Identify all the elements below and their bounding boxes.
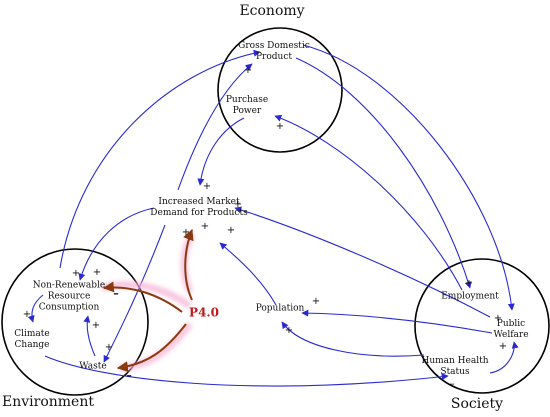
society-title: Society bbox=[450, 396, 504, 412]
link-climate-to-health bbox=[44, 355, 449, 387]
link-waste-to-nonrenewable bbox=[83, 315, 96, 357]
sign-demand-bottom-mid: + bbox=[200, 221, 210, 232]
society-circle bbox=[414, 258, 550, 394]
sign-health-welfare: + bbox=[498, 341, 508, 352]
sign-climate: + bbox=[22, 309, 32, 320]
link-p40-to-waste bbox=[116, 323, 187, 373]
sign-gdp: + bbox=[243, 65, 253, 76]
node-non-renewable: Non-Renewable Resource Consumption bbox=[32, 280, 106, 313]
link-gdp-to-welfare bbox=[302, 44, 515, 311]
link-gdp-to-employment bbox=[295, 57, 472, 289]
link-purchasepower-to-demand bbox=[197, 117, 245, 186]
economy-title: Economy bbox=[239, 3, 305, 19]
node-public-welfare: Public Welfare bbox=[493, 319, 529, 340]
sign-p40-waste: – bbox=[126, 369, 132, 382]
node-purchase-power: Purchase Power bbox=[225, 95, 269, 116]
sign-population-top: + bbox=[311, 296, 321, 307]
sign-demand-bottom-right: + bbox=[226, 225, 236, 236]
link-welfare-to-demand bbox=[234, 206, 491, 318]
link-demand-to-nonrenewable bbox=[78, 207, 155, 281]
node-human-health: Human Health Status bbox=[421, 356, 489, 377]
sign-employment: + bbox=[464, 278, 474, 289]
node-climate-change: Climate Change bbox=[14, 329, 50, 350]
link-nonrenewable-to-climate bbox=[27, 294, 44, 323]
node-population: Population bbox=[255, 303, 305, 314]
sign-health-bottom: – bbox=[449, 377, 455, 390]
sign-demand-bottom-left: + bbox=[181, 227, 191, 238]
node-gdp: Gross Domestic Product bbox=[238, 41, 310, 62]
link-demand-to-gdp bbox=[177, 63, 253, 191]
sign-demand-right: + bbox=[233, 199, 243, 210]
link-p40-to-demand bbox=[183, 228, 194, 301]
sign-welfare: + bbox=[493, 313, 503, 324]
node-employment: Employment bbox=[441, 291, 499, 302]
link-employment-to-purchasepower bbox=[274, 114, 463, 291]
economy-circle bbox=[217, 27, 343, 153]
link-population-to-demand bbox=[219, 242, 277, 306]
sign-waste-top: + bbox=[104, 342, 114, 353]
node-p40: P4.0 bbox=[189, 305, 219, 320]
sign-demand-top: + bbox=[202, 181, 212, 192]
link-nonrenewable-to-gdp bbox=[59, 49, 261, 269]
link-health-to-population bbox=[281, 321, 425, 357]
sign-waste-nonrenewable: + bbox=[91, 320, 101, 331]
environment-circle bbox=[1, 248, 149, 396]
link-demand-to-waste bbox=[103, 224, 166, 363]
sign-nonrenewable-top: + bbox=[71, 268, 81, 279]
sign-purchase-power: + bbox=[275, 121, 285, 132]
environment-title: Environment bbox=[2, 394, 94, 410]
sign-p40-nonrenewable: – bbox=[113, 287, 119, 300]
link-health-to-welfare bbox=[489, 341, 519, 374]
node-waste: Waste bbox=[79, 361, 107, 372]
link-p40-to-nonrenewable bbox=[102, 281, 183, 313]
node-market-demand: Increased Market Demand for Products bbox=[150, 197, 248, 218]
link-welfare-to-population bbox=[301, 309, 493, 334]
sign-population-bottom: + bbox=[284, 325, 294, 336]
sign-nonrenewable-right: + bbox=[92, 267, 102, 278]
